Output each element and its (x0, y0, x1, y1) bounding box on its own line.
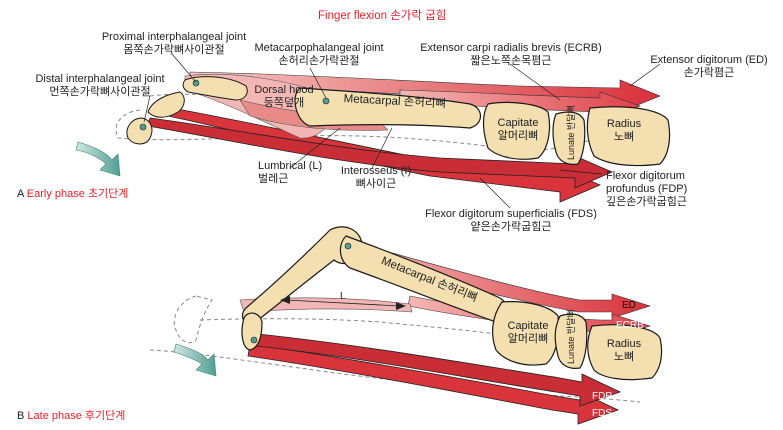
lunate-label-b-en: Lunate (566, 336, 576, 364)
middle-phalanx-a (147, 91, 185, 118)
fdp-label: Flexor digitorum profundus (FDP) 깊은손가락굽힘… (606, 170, 687, 209)
fdp-arrow-label: FDP (592, 391, 612, 402)
capitate-label-a: Capitate 알머리뼈 (490, 117, 546, 143)
leader-interosseus (371, 127, 393, 169)
ed-label: Extensor digitorum (ED) 손가락폄근 (634, 54, 783, 80)
radius-bone-b (587, 324, 663, 381)
dorsal-hood-label: Dorsal hood 등쪽덮개 (246, 84, 322, 110)
dip-joint-label-en: Distal interphalangeal joint (35, 73, 165, 85)
fdp-label-en2: profundus (FDP) (606, 183, 688, 195)
ecrb-arrow-label: ECRB (616, 320, 644, 331)
capitate-label-b: Capitate 알머리뼈 (500, 320, 556, 346)
ed-label-ko: 손가락폄근 (683, 67, 735, 79)
lumbrical-arrow-label: L (340, 291, 346, 302)
dip-joint-label: Distal interphalangeal joint 먼쪽손가락뼈사이관절 (0, 73, 200, 99)
lunate-bone-a (552, 111, 586, 165)
radius-label-a-en: Radius (606, 118, 642, 130)
fdp-label-ko: 깊은손가락굽힘근 (606, 196, 687, 208)
mcp-joint-label-ko: 손허리손가락관절 (278, 55, 360, 67)
mcp-joint-dot-b (344, 242, 352, 250)
interosseus-label: Interosseus (I) 뼈사이근 (326, 165, 426, 191)
diagram-title: Finger flexion 손가락 굽힘 (318, 10, 447, 22)
lumbrical-b (239, 297, 413, 313)
radius-label-b: Radius 노뼈 (596, 338, 652, 364)
interosseus-label-ko: 뼈사이근 (355, 178, 397, 190)
lumbrical-arrowhead-left (280, 296, 290, 304)
pip-joint-label: Proximal interphalangeal joint 몸쪽손가락뼈사이관… (74, 31, 274, 57)
lumbrical-label: Lumbrical (L) 벌레근 (258, 160, 322, 186)
fds-label-ko: 얕은손가락굽힘근 (470, 221, 552, 233)
radius-label-a: Radius 노뼈 (596, 118, 652, 144)
pip-joint-label-ko: 몸쪽손가락뼈사이관절 (123, 44, 225, 56)
lumbrical-label-ko: 벌레근 (258, 173, 289, 185)
capitate-label-a-ko: 알머리뼈 (497, 130, 539, 142)
lumbrical-arrow-b (285, 299, 401, 307)
fdp-muscle-b (255, 333, 622, 407)
leader-pip (171, 53, 197, 83)
ecrb-label-ko: 짧은노쪽손목폄근 (470, 55, 552, 67)
fdp-muscle-a (147, 117, 614, 189)
fdp-label-en: Flexor digitorum (606, 170, 685, 182)
hand-outline-b (173, 295, 213, 344)
leader-mcp (309, 67, 327, 99)
phase-b-text: Late phase 후기단계 (27, 410, 126, 422)
metacarpal-bone-a (294, 87, 482, 129)
phase-a-label: A Early phase 초기단계 (17, 188, 128, 201)
capitate-bone-b (492, 301, 560, 366)
phase-a-text: Early phase 초기단계 (26, 188, 129, 200)
dorsal-hood-label-ko: 등쪽덮개 (263, 97, 305, 109)
capitate-label-a-en: Capitate (497, 117, 539, 129)
ed-arrow-label: ED (622, 300, 636, 311)
panel-a (75, 53, 671, 209)
lunate-label-a-en: Lunate (566, 132, 576, 160)
panel-b (149, 226, 663, 425)
lunate-label-a: Lunate 반달뼈 (566, 105, 576, 160)
phase-a-letter: A (17, 188, 24, 200)
capitate-bone-a (482, 101, 551, 160)
leader-fds (479, 177, 511, 209)
leader-lumbrical (289, 127, 341, 169)
mcp-joint-dot-a (322, 97, 330, 105)
ecrb-label: Extensor carpi radialis brevis (ECRB) 짧은… (406, 42, 616, 68)
dip-joint-dot-a (139, 123, 147, 131)
lunate-label-b-ko: 반달뼈 (566, 309, 576, 334)
radius-label-b-en: Radius (606, 338, 642, 350)
pip-joint-dot-a (192, 79, 200, 87)
distal-phalanx-a (126, 117, 153, 145)
ecrb-label-en: Extensor carpi radialis brevis (ECRB) (420, 42, 602, 54)
radius-label-a-ko: 노뼈 (613, 131, 635, 143)
ed-label-en: Extensor digitorum (ED) (650, 54, 768, 66)
lunate-label-b: Lunate 반달뼈 (566, 309, 576, 364)
lumbrical-arrowhead-right (396, 302, 406, 310)
lunate-bone-b (554, 313, 588, 369)
dip-joint-label-ko: 먼쪽손가락뼈사이관절 (49, 86, 151, 98)
fds-label: Flexor digitorum superficialis (FDS) 얕은손… (404, 208, 618, 234)
leader-ecrb (509, 63, 561, 101)
fds-label-en: Flexor digitorum superficialis (FDS) (425, 208, 597, 220)
dorsal-hood-label-en: Dorsal hood (254, 84, 314, 96)
leader-fdp (559, 169, 603, 175)
leader-ed (629, 63, 661, 87)
mcp-joint-label: Metacarpophalangeal joint 손허리손가락관절 (244, 42, 394, 68)
pip-joint-dot-b (250, 336, 258, 344)
motion-arrow-b (173, 343, 217, 377)
capitate-label-b-ko: 알머리뼈 (507, 333, 549, 345)
pip-joint-label-en: Proximal interphalangeal joint (101, 31, 247, 43)
lunate-label-a-ko: 반달뼈 (566, 105, 576, 130)
leader-dip (143, 95, 151, 123)
phase-b-label: B Late phase 후기단계 (17, 410, 125, 423)
motion-arrow-a (75, 141, 121, 177)
radius-bone-a (586, 106, 671, 167)
phase-b-letter: B (17, 410, 25, 422)
mcp-joint-label-en: Metacarpophalangeal joint (254, 42, 384, 54)
lumbrical-label-en: Lumbrical (L) (258, 160, 323, 172)
capitate-label-b-en: Capitate (507, 320, 549, 332)
radius-label-b-ko: 노뼈 (613, 351, 635, 363)
fds-muscle-b (247, 343, 620, 425)
interosseus-label-en: Interosseus (I) (340, 165, 412, 177)
fds-arrow-label: FDS (592, 408, 612, 419)
